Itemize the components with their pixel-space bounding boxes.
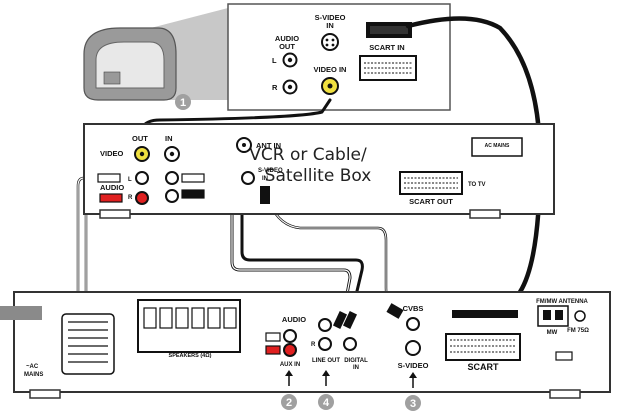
line-out-label: LINE OUT [312,358,340,364]
receiver-small-switch [555,351,573,361]
tv-illustration [83,8,228,101]
line-out-l-jack [318,318,332,332]
vcr-audio-in-r-plug [181,189,205,199]
tv-audio-out-label-2: OUT [279,42,295,51]
vcr-audio-l-label: L [128,177,132,183]
cvbs-label: CVBS [403,304,424,313]
receiver-foot-left [29,389,61,399]
vcr-audio-out-r-plug [99,193,123,203]
line-out-l-plug [332,311,348,329]
vcr-foot-left [99,209,131,219]
tv-svideo-jack [321,33,339,51]
receiver-scart-port [445,333,521,361]
aux-in-l-jack [283,329,297,343]
fm-antenna-jack [574,310,586,322]
receiver-fan-grille [61,313,115,375]
step-2-marker: 2 [281,370,297,410]
svg-text:3: 3 [410,398,416,410]
vcr-audio-r-label: R [128,195,133,201]
cvbs-jack [406,317,420,331]
tv-svideo-label-1: S-VIDEO [315,13,346,22]
vcr-to-tv-label: TO TV [468,182,486,188]
tv-audio-l-label: L [272,56,277,65]
vcr-audio-out-l-plug [97,173,121,183]
svideo-plug-receiver [386,303,404,319]
tv-svideo-label-2: IN [326,21,334,30]
receiver-svideo-label: S-VIDEO [398,361,429,370]
tv-video-in-label: VIDEO IN [314,65,347,74]
step-1-marker: 1 [175,94,191,110]
vcr-audio-in-l-plug [181,173,205,183]
digital-in-label-1: DIGITAL [344,358,368,364]
vcr-svideo-jack [241,171,255,185]
step-3-marker: 3 [405,372,421,411]
fm-label: FM 75Ω [567,328,589,334]
line-out-r-plug [342,311,358,329]
tv-audio-out-label-1: AUDIO [275,34,299,43]
vcr-title-line1: VCR or Cable/ [249,145,367,165]
vcr-video-label: VIDEO [100,149,124,158]
vcr-audio-in-l-jack [165,171,179,185]
antenna-terminal [537,305,569,327]
tv-audio-r-label: R [272,83,278,92]
vcr-svideo-label-2: IN [262,176,268,182]
vcr-foot-right [469,209,501,219]
scart-cable-plug-bottom [452,310,518,318]
vcr-audio-label: AUDIO [100,183,124,192]
aux-in-l-plug [265,332,281,342]
tv-jack-area [103,71,121,85]
svg-text:4: 4 [323,397,330,409]
vcr-audio-out-r-jack [135,191,149,205]
tv-rear-panel: S-VIDEO IN AUDIO OUT L R VIDEO IN SCART … [227,3,451,111]
receiver-audio-label: AUDIO [282,315,306,324]
mw-label: MW [547,330,558,336]
receiver-svideo-jack [405,340,421,356]
vcr-audio-out-l-jack [135,171,149,185]
vcr-out-label: OUT [132,134,148,143]
line-out-r-label: R [311,342,316,348]
svg-text:2: 2 [286,397,292,409]
vcr-ac-mains-label: AC MAINS [485,143,510,149]
tv-scart-in-label: SCART IN [369,43,404,52]
digital-in-jack [343,337,357,351]
line-out-r-jack [318,337,332,351]
vcr-svideo-label-1: S-VIDEO [258,168,283,174]
receiver-ac-mains-label-2: MAINS [24,372,43,378]
vcr-in-label: IN [165,134,173,143]
receiver-scart-label: SCART [468,362,500,372]
aux-in-r-jack [283,343,297,357]
receiver-foot-right [549,389,581,399]
vcr-scart-out-label: SCART OUT [409,197,453,206]
step-indicators: 1 2 4 3 [175,94,421,411]
vcr-ac-mains-socket [471,137,523,157]
vcr-svideo-plug [260,186,270,204]
receiver-unit: ~AC MAINS SPEAKERS (4Ω) AUDIO AUX IN R L… [0,291,611,399]
vcr-title-line2: Satellite Box [265,166,372,186]
step-4-marker: 4 [318,370,334,410]
digital-in-label-2: IN [353,365,359,371]
svg-text:1: 1 [180,97,186,109]
aux-in-r-plug [265,345,281,355]
vcr-ant-in-label: ANT IN [256,141,281,150]
aux-in-label: AUX IN [280,362,300,368]
vcr-box: VCR or Cable/ Satellite Box OUT IN VIDEO… [83,123,555,219]
receiver-side-panel [0,306,42,320]
vcr-audio-in-r-jack [165,189,179,203]
fm-am-antenna-label: FM/MW ANTENNA [536,299,588,305]
receiver-ac-mains-label-1: ~AC [26,364,39,370]
receiver-speakers-label: SPEAKERS (4Ω) [169,353,212,359]
